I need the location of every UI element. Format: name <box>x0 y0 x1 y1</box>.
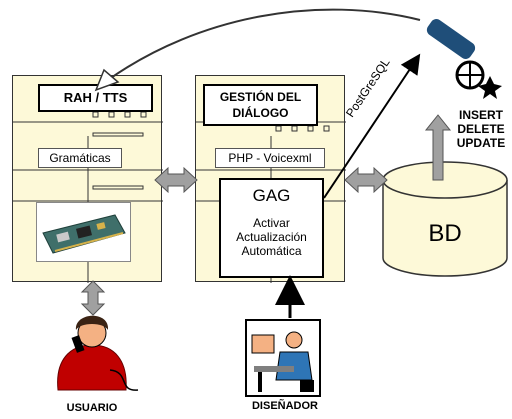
designer-icon <box>245 319 321 397</box>
double-arrow-rah-gestion <box>154 166 198 194</box>
bd-label: BD <box>428 220 462 247</box>
sql-update: UPDATE <box>456 136 506 150</box>
sql-operations: INSERT DELETE UPDATE <box>453 108 509 150</box>
gag-actualizacion: Actualización <box>236 230 307 244</box>
sound-card-icon <box>42 214 126 254</box>
user-phone-icon <box>57 315 139 391</box>
up-arrow-bd-cannon <box>424 114 452 181</box>
bd-cylinder <box>382 161 508 277</box>
gestion-dialogo-label: GESTIÓN DEL DIÁLOGO <box>203 84 318 126</box>
cannon-icon <box>426 19 502 99</box>
curved-arrow-head <box>94 68 120 92</box>
rah-tts-server-lines <box>13 111 163 283</box>
double-arrow-gestion-bd <box>344 166 388 194</box>
disenador-label: DISEÑADOR <box>251 400 318 412</box>
gag-activar: Activar <box>253 216 290 230</box>
sql-delete: DELETE <box>457 122 505 136</box>
usuario-label: USUARIO <box>66 402 118 414</box>
curved-feedback-arrow <box>107 8 421 81</box>
gramaticas-label: Gramáticas <box>38 148 122 168</box>
gestion-dialogo-text: GESTIÓN DEL DIÁLOGO <box>219 90 302 120</box>
sql-insert: INSERT <box>458 108 503 122</box>
double-arrow-rah-usuario <box>80 280 106 316</box>
gag-title: GAG <box>252 186 291 205</box>
php-voicexml-label: PHP - Voicexml <box>215 148 325 168</box>
sound-card-image <box>36 202 131 262</box>
gag-box: GAG Activar Actualización Automática <box>219 178 324 278</box>
postgresql-arrow <box>323 53 421 199</box>
gag-automatica: Automática <box>241 244 302 258</box>
rah-tts-label: RAH / TTS <box>38 84 153 112</box>
